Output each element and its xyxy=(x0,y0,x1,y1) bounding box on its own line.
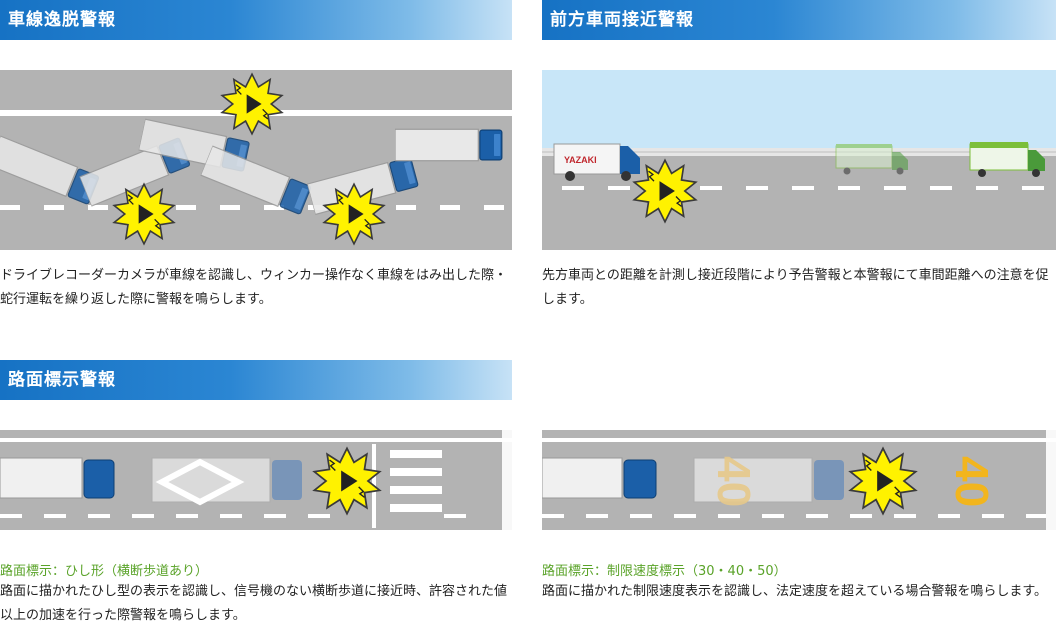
forward-collision-illustration: YAZAKI xyxy=(542,70,1056,250)
speed-marking-illustration: 40 40 xyxy=(542,430,1056,530)
truck-logo: YAZAKI xyxy=(564,155,597,165)
forward-collision-description: 先方車両との距離を計測し接近段階により予告警報と本警報にて車間距離への注意を促し… xyxy=(542,268,1049,307)
lane-departure-description: ドライブレコーダーカメラが車線を認識し、ウィンカー操作なく車線をはみ出した際・蛇… xyxy=(0,268,508,307)
diamond-marking-caption: 路面標示：ひし形（横断歩道あり） xyxy=(0,564,209,579)
speed-marking-faded: 40 xyxy=(708,456,760,507)
speed-marking: 40 xyxy=(946,456,998,507)
section-header-lane-departure: 車線逸脱警報 xyxy=(0,0,512,40)
section-header-road-marking: 路面標示警報 xyxy=(0,360,512,400)
section-header-forward-collision: 前方車両接近警報 xyxy=(542,0,1056,40)
speed-marking-caption: 路面標示：制限速度標示（30・40・50） xyxy=(542,564,787,579)
diamond-marking-description: 路面に描かれたひし型の表示を認識し、信号機のない横断歩道に接近時、許容された値以… xyxy=(0,584,508,623)
lane-departure-illustration xyxy=(0,70,512,250)
speed-marking-description: 路面に描かれた制限速度表示を認識し、法定速度を超えている場合警報を鳴らします。 xyxy=(542,584,1048,599)
diamond-marking-illustration xyxy=(0,430,512,530)
